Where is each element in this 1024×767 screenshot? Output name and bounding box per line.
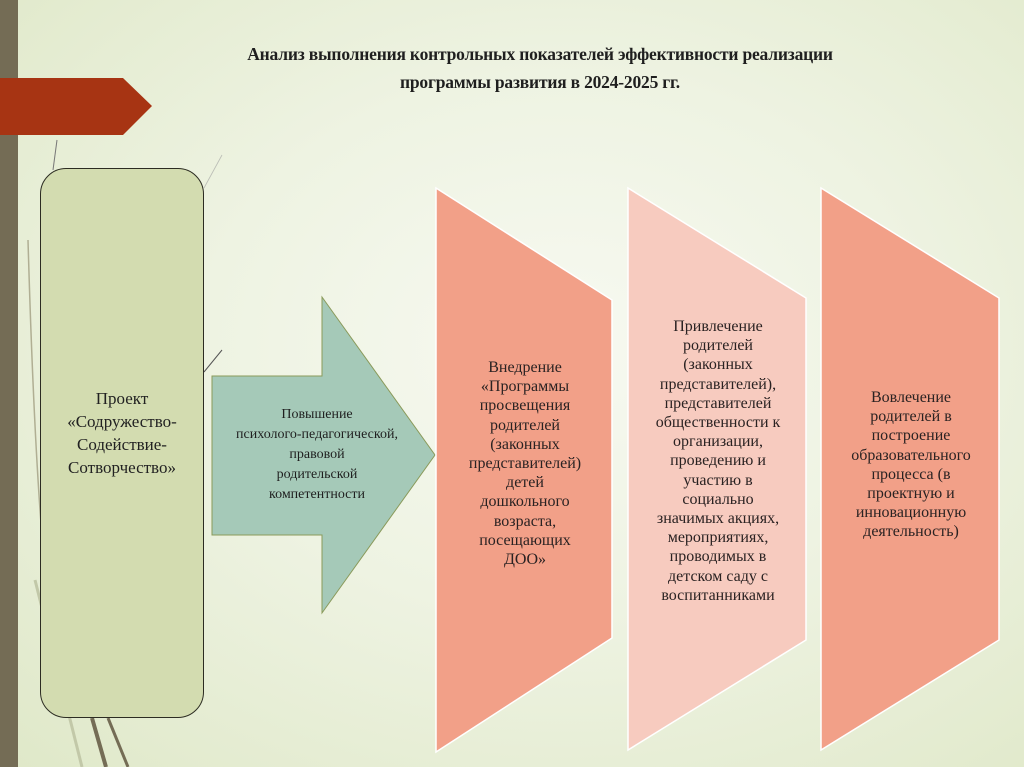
panel-line: родителей [490,416,560,434]
panel-line: просвещения [479,397,571,415]
panel-line: посещающих [479,531,571,549]
arrow-line: Повышение [281,407,353,422]
panel-line: значимых акциях, [656,510,780,528]
competence-arrow-shape [211,295,436,615]
panel-line: общественности к [655,414,781,432]
project-line: Проект [95,389,149,408]
arrow-line: психолого-педагогической, [236,427,398,442]
title-line-2: программы развития в 2024-2025 гг. [400,72,680,92]
project-line: Содействие- [77,435,167,454]
panel-line: мероприятиях, [667,529,769,547]
project-label: Проект «Содружество- Содействие- Сотворч… [67,387,177,499]
panel-line: Вовлечение [870,389,952,406]
panel-line: возраста, [493,512,557,530]
panel-line: детей [506,474,544,492]
panel-2-shape [627,186,807,752]
panel-line: представителей) [468,455,582,473]
title-line-1: Анализ выполнения контрольных показателе… [247,44,833,64]
panel-line: ДОО» [503,551,547,569]
project-box: Проект «Содружество- Содействие- Сотворч… [40,168,204,718]
panel-line: воспитанниками [661,586,775,604]
panel-line: (законных [490,435,560,453]
panel-line: участию в [683,471,753,489]
panel-line: социально [682,490,754,508]
panel-1-text: Внедрение «Программы просвещения родител… [440,358,610,569]
panel-line: проектную и [867,485,955,503]
panel-line: проведению и [670,452,766,470]
panel-3-shape [820,186,1000,752]
panel-line: Внедрение [488,359,562,376]
panel-line: представителей), [659,375,777,393]
panel-line: деятельность) [863,523,959,541]
panel-line: (законных [683,356,753,374]
arrow-line: правовой [289,447,345,462]
panel-line: родителей в [870,408,952,426]
panel-1-shape [435,186,613,754]
panel-line: инновационную [855,504,967,522]
panel-line: процесса (в [871,465,951,483]
panel-line: родителей [683,337,753,355]
panel-line: проводимых в [669,548,767,566]
competence-arrow-text: Повышение психолого-педагогической, прав… [212,405,422,505]
project-line: Сотворчество» [68,458,176,477]
arrow-line: компетентности [269,487,365,502]
red-banner-arrow [0,78,152,135]
panel-line: представителей [664,394,772,412]
panel-line: построение [871,427,951,445]
arrow-line: родительской [276,467,358,482]
panel-3-text: Вовлечение родителей в построение образо… [826,388,996,542]
panel-line: дошкольного [480,493,570,511]
slide-title: Анализ выполнения контрольных показателе… [100,40,980,96]
panel-2-text: Привлечение родителей (законных представ… [632,317,804,605]
panel-line: организации, [673,433,763,451]
panel-line: Привлечение [673,318,763,335]
panel-line: «Программы [480,378,570,396]
side-decor-bar [0,0,18,767]
project-line: «Содружество- [67,412,177,431]
panel-line: образовательного [851,446,971,464]
panel-line: детском саду с [668,567,768,585]
